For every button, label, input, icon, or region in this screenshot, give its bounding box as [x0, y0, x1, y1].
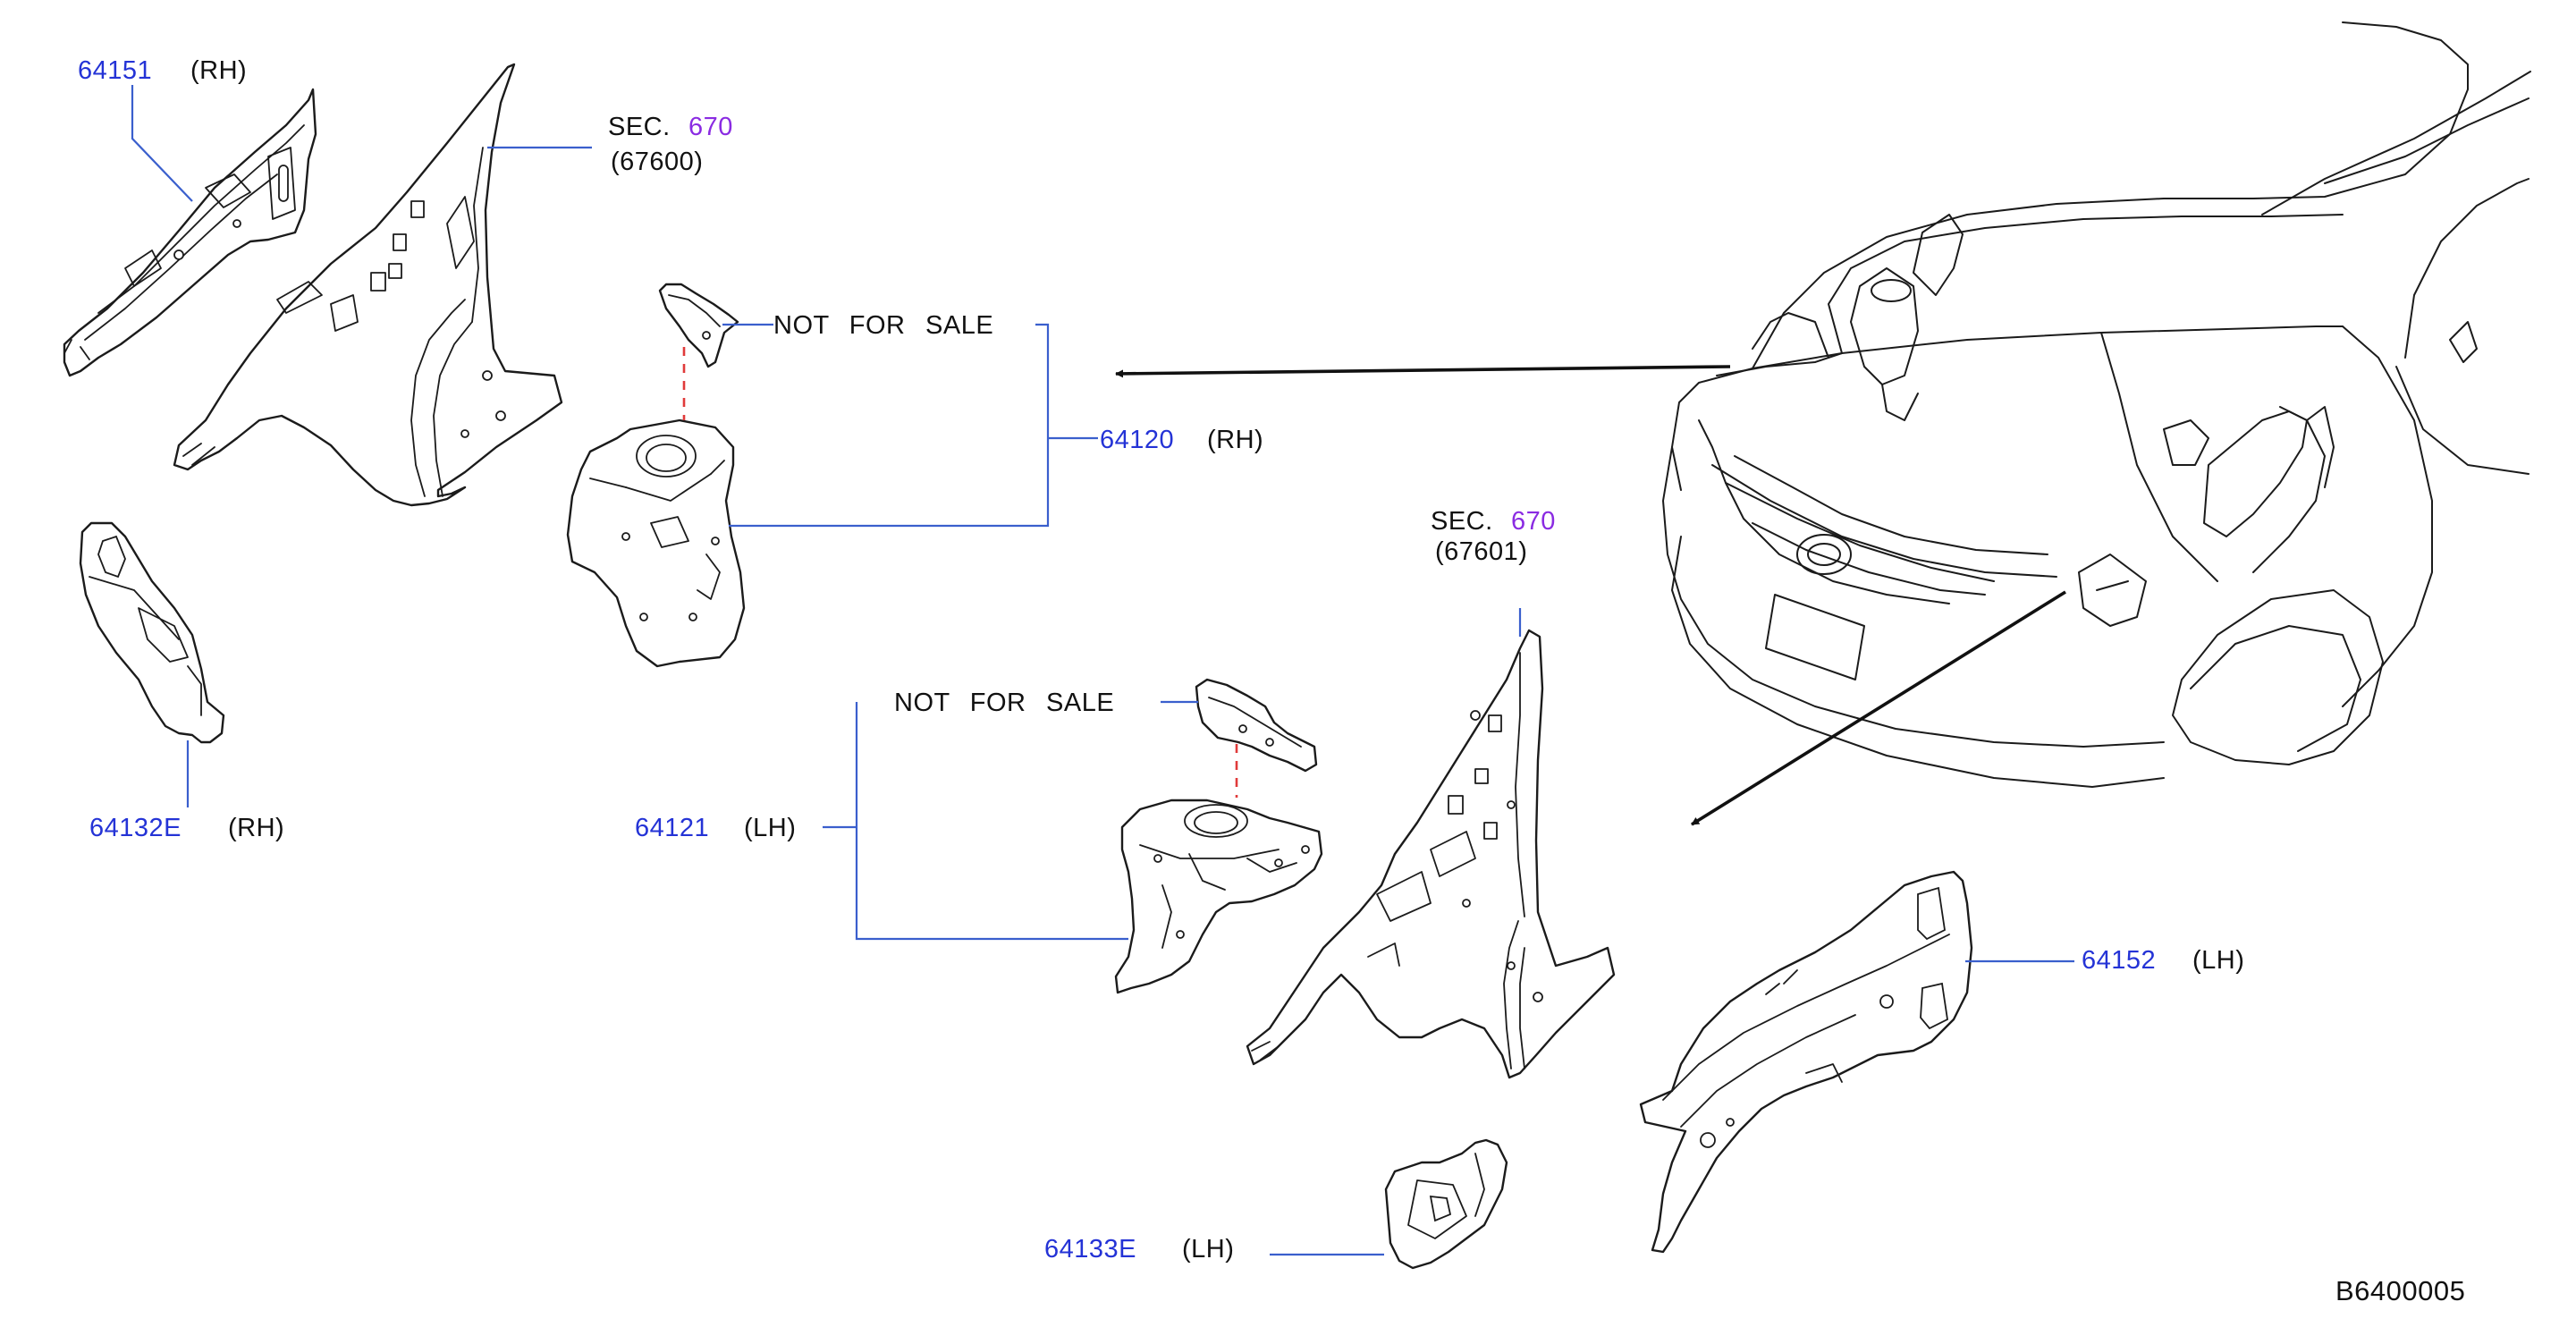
- side-label-64132E: (RH): [228, 814, 285, 842]
- part-number-64120[interactable]: 64120: [1100, 426, 1175, 454]
- side-label-64152: (LH): [2192, 946, 2245, 975]
- side-label-64121: (LH): [744, 814, 797, 842]
- sec-subcode-mid: (67601): [1435, 537, 1528, 566]
- side-label-64133E: (LH): [1182, 1235, 1235, 1264]
- leader-lines: [131, 85, 2074, 1256]
- not-for-sale-label-mid: NOT FOR SALE: [894, 689, 1115, 717]
- part-64121-strut-housing-lh[interactable]: [1114, 799, 1323, 994]
- part-number-64133E[interactable]: 64133E: [1044, 1235, 1136, 1264]
- part-nfs-bracket-mid[interactable]: [1195, 678, 1318, 773]
- side-label-64120: (RH): [1207, 426, 1264, 454]
- sec-number-mid[interactable]: 670: [1511, 507, 1556, 536]
- dashed-connector-lines: [682, 347, 1238, 798]
- part-64151-side-member-rh[interactable]: [63, 88, 317, 377]
- sec-label-mid: SEC.: [1431, 507, 1493, 536]
- vehicle-front-view: [1662, 21, 2531, 788]
- part-number-64151[interactable]: 64151: [78, 56, 153, 85]
- side-label-64151: (RH): [190, 56, 248, 85]
- part-67600-fender-apron-rh[interactable]: [173, 63, 563, 507]
- part-number-64132E[interactable]: 64132E: [89, 814, 182, 842]
- sec-subcode-top: (67600): [611, 148, 704, 176]
- sec-number-top[interactable]: 670: [688, 113, 733, 141]
- part-number-64152[interactable]: 64152: [2082, 946, 2157, 975]
- sec-label-top: SEC.: [608, 113, 671, 141]
- not-for-sale-label-top: NOT FOR SALE: [773, 311, 994, 340]
- part-nfs-bracket-top[interactable]: [658, 283, 739, 368]
- part-64133E-gusset-lh[interactable]: [1384, 1138, 1508, 1270]
- part-64152-side-member-lh[interactable]: [1639, 870, 1973, 1254]
- part-64132E-gusset-rh[interactable]: [79, 521, 225, 744]
- direction-arrows: [1115, 365, 2066, 826]
- part-64120-strut-housing-rh[interactable]: [566, 418, 746, 668]
- part-number-64121[interactable]: 64121: [635, 814, 710, 842]
- part-67601-fender-apron-lh[interactable]: [1246, 629, 1616, 1079]
- diagram-code: B6400005: [2335, 1275, 2466, 1306]
